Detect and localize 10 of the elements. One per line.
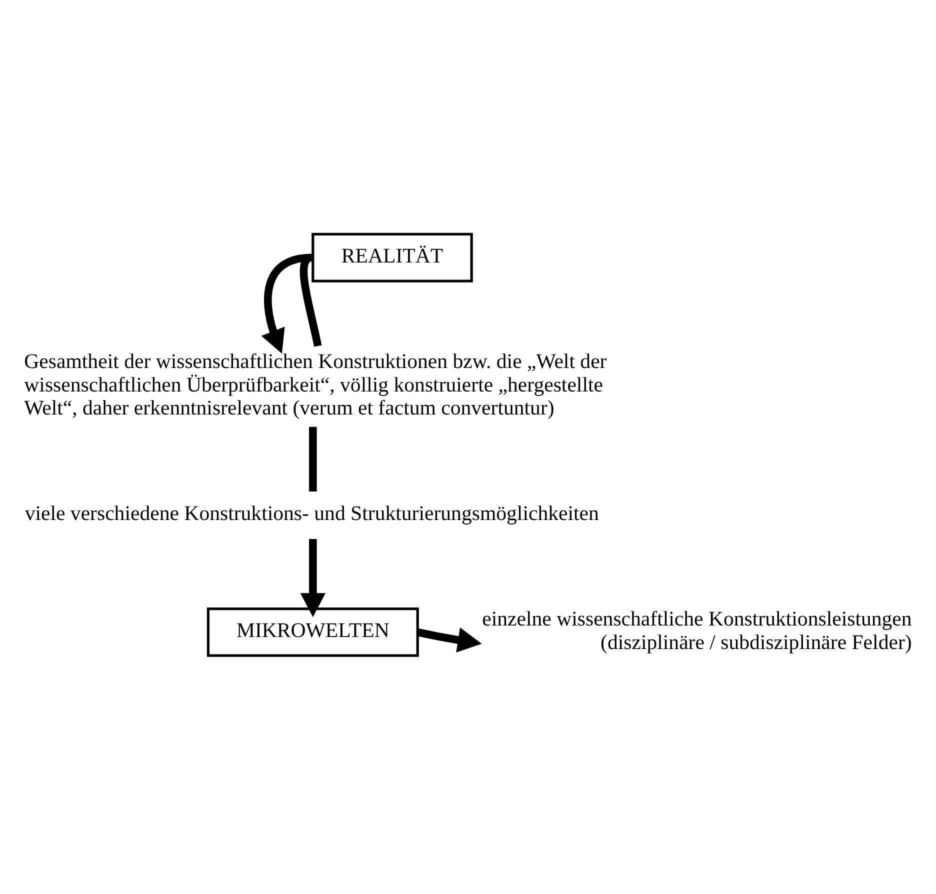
node-text: einzelne wissenschaftliche Konstruktionsleistungen (disziplinäre / subdisziplinäre Felder) [482,606,912,654]
arrow [261,253,312,354]
connector [300,253,322,346]
node-text: viele verschiedene Konstruktions- und Strukturierungsmöglichkeiten [24,502,599,525]
connector [309,426,317,492]
node-box: MIKROWELTEN [206,606,419,656]
arrow [416,627,482,652]
arrow [300,538,326,617]
node-text: Gesamtheit der wissenschaftlichen Konstruktionen bzw. die „Welt der wissenschaftlichen Überprüfbarkeit“, völlig konstruierte „hergestellte Welt“, daher erkenntnisrelevant (verum et factum convertuntur) [24,349,607,420]
node-box: REALITÄT [312,232,473,282]
